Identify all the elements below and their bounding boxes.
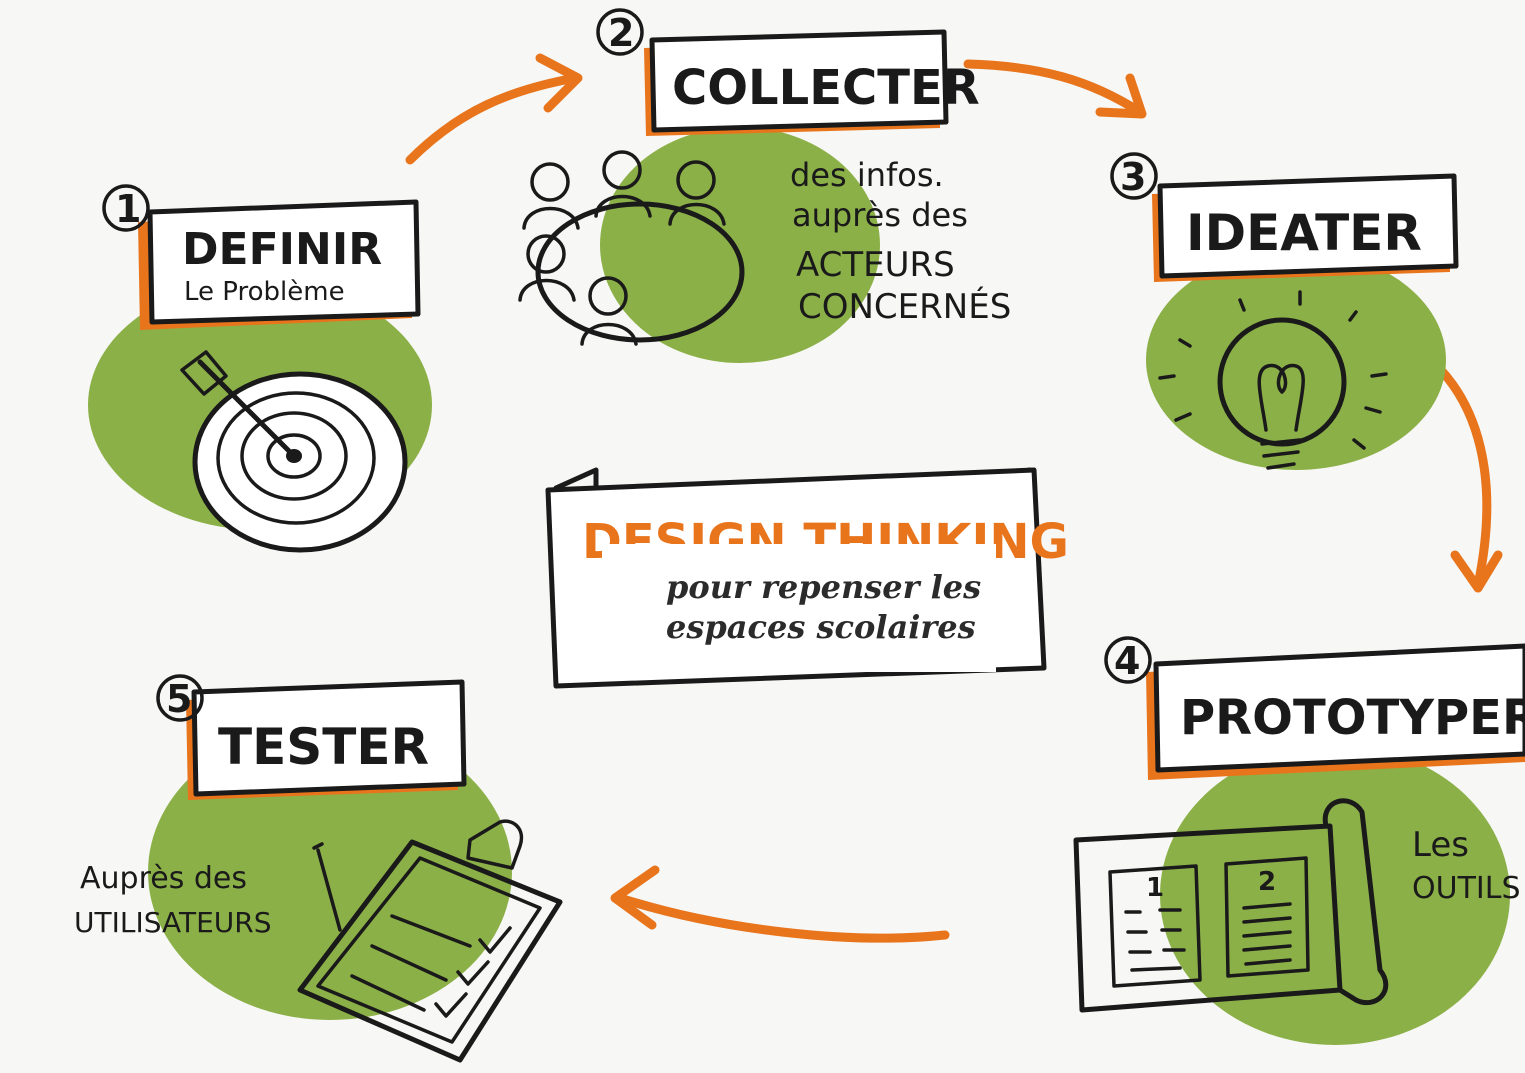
note-line: des infos. <box>790 156 944 194</box>
step-number: 5 <box>166 677 192 721</box>
step-title: IDEATER <box>1186 204 1422 262</box>
note-line: ACTEURS <box>796 245 955 285</box>
green-blob <box>1146 250 1446 470</box>
arrow-collecter-to-ideater <box>963 59 1147 119</box>
step-note: Auprès des UTILISATEURS <box>74 861 272 939</box>
step-number: 1 <box>115 187 141 231</box>
lightbulb-icon <box>1158 290 1388 470</box>
arrow-definir-to-collecter <box>405 53 583 165</box>
step-box <box>191 679 467 797</box>
step-number-circle <box>1110 152 1158 200</box>
note-line: Les <box>1412 825 1469 865</box>
arrow-prototyper-to-tester <box>610 865 950 943</box>
banner-subtitle-line1: pour repenser les <box>666 568 981 606</box>
panel-label: 2 <box>1258 867 1276 897</box>
green-blob <box>600 127 880 363</box>
step-box <box>1153 643 1525 773</box>
panel-label: 1 <box>1146 873 1164 903</box>
step-note: Les OUTILS <box>1412 825 1521 906</box>
note-line: auprès des <box>792 196 968 234</box>
center-banner: DESIGN THINKING pour repenser les espace… <box>545 467 1069 689</box>
meeting-icon <box>518 150 745 346</box>
step-note: des infos. auprès des ACTEURS CONCERNÉS <box>790 156 1011 327</box>
step-box <box>1157 173 1459 279</box>
note-line: Auprès des <box>80 861 247 896</box>
banner-subtitle-line2: espaces scolaires <box>666 608 976 646</box>
step-title: TESTER <box>218 718 429 776</box>
step-collecter: 2 COLLECTER des infos. auprès des ACTEUR… <box>518 8 1011 363</box>
subtitle-panel <box>602 544 996 672</box>
step-number: 3 <box>1120 155 1146 199</box>
step-box <box>649 29 949 133</box>
note-line: OUTILS <box>1412 871 1521 906</box>
note-line: UTILISATEURS <box>74 906 272 939</box>
clipboard-checklist-icon <box>297 819 563 1063</box>
step-title: COLLECTER <box>672 60 980 116</box>
step-title: PROTOTYPER <box>1180 690 1525 746</box>
step-number: 2 <box>608 11 634 55</box>
note-line: CONCERNÉS <box>798 286 1011 327</box>
target-icon <box>180 350 408 553</box>
step-title: DEFINIR <box>182 224 382 275</box>
step-number: 4 <box>1114 639 1140 683</box>
step-number-circle <box>596 8 644 56</box>
step-ideater: 3 IDEATER <box>1110 152 1459 470</box>
step-number-circle <box>102 184 150 232</box>
step-box <box>147 199 421 325</box>
step-prototyper: 1 2 4 PROTOTYPER Les OUTILS <box>1073 636 1525 1045</box>
plan-scroll-icon: 1 2 <box>1073 798 1389 1013</box>
step-definir: 1 DEFINIR Le Problème <box>88 184 432 553</box>
step-number-circle <box>156 674 204 722</box>
step-tester: 5 TESTER Auprès des UTILISATEURS <box>74 674 563 1063</box>
step-number-circle <box>1104 636 1152 684</box>
step-subtitle: Le Problème <box>184 277 345 307</box>
